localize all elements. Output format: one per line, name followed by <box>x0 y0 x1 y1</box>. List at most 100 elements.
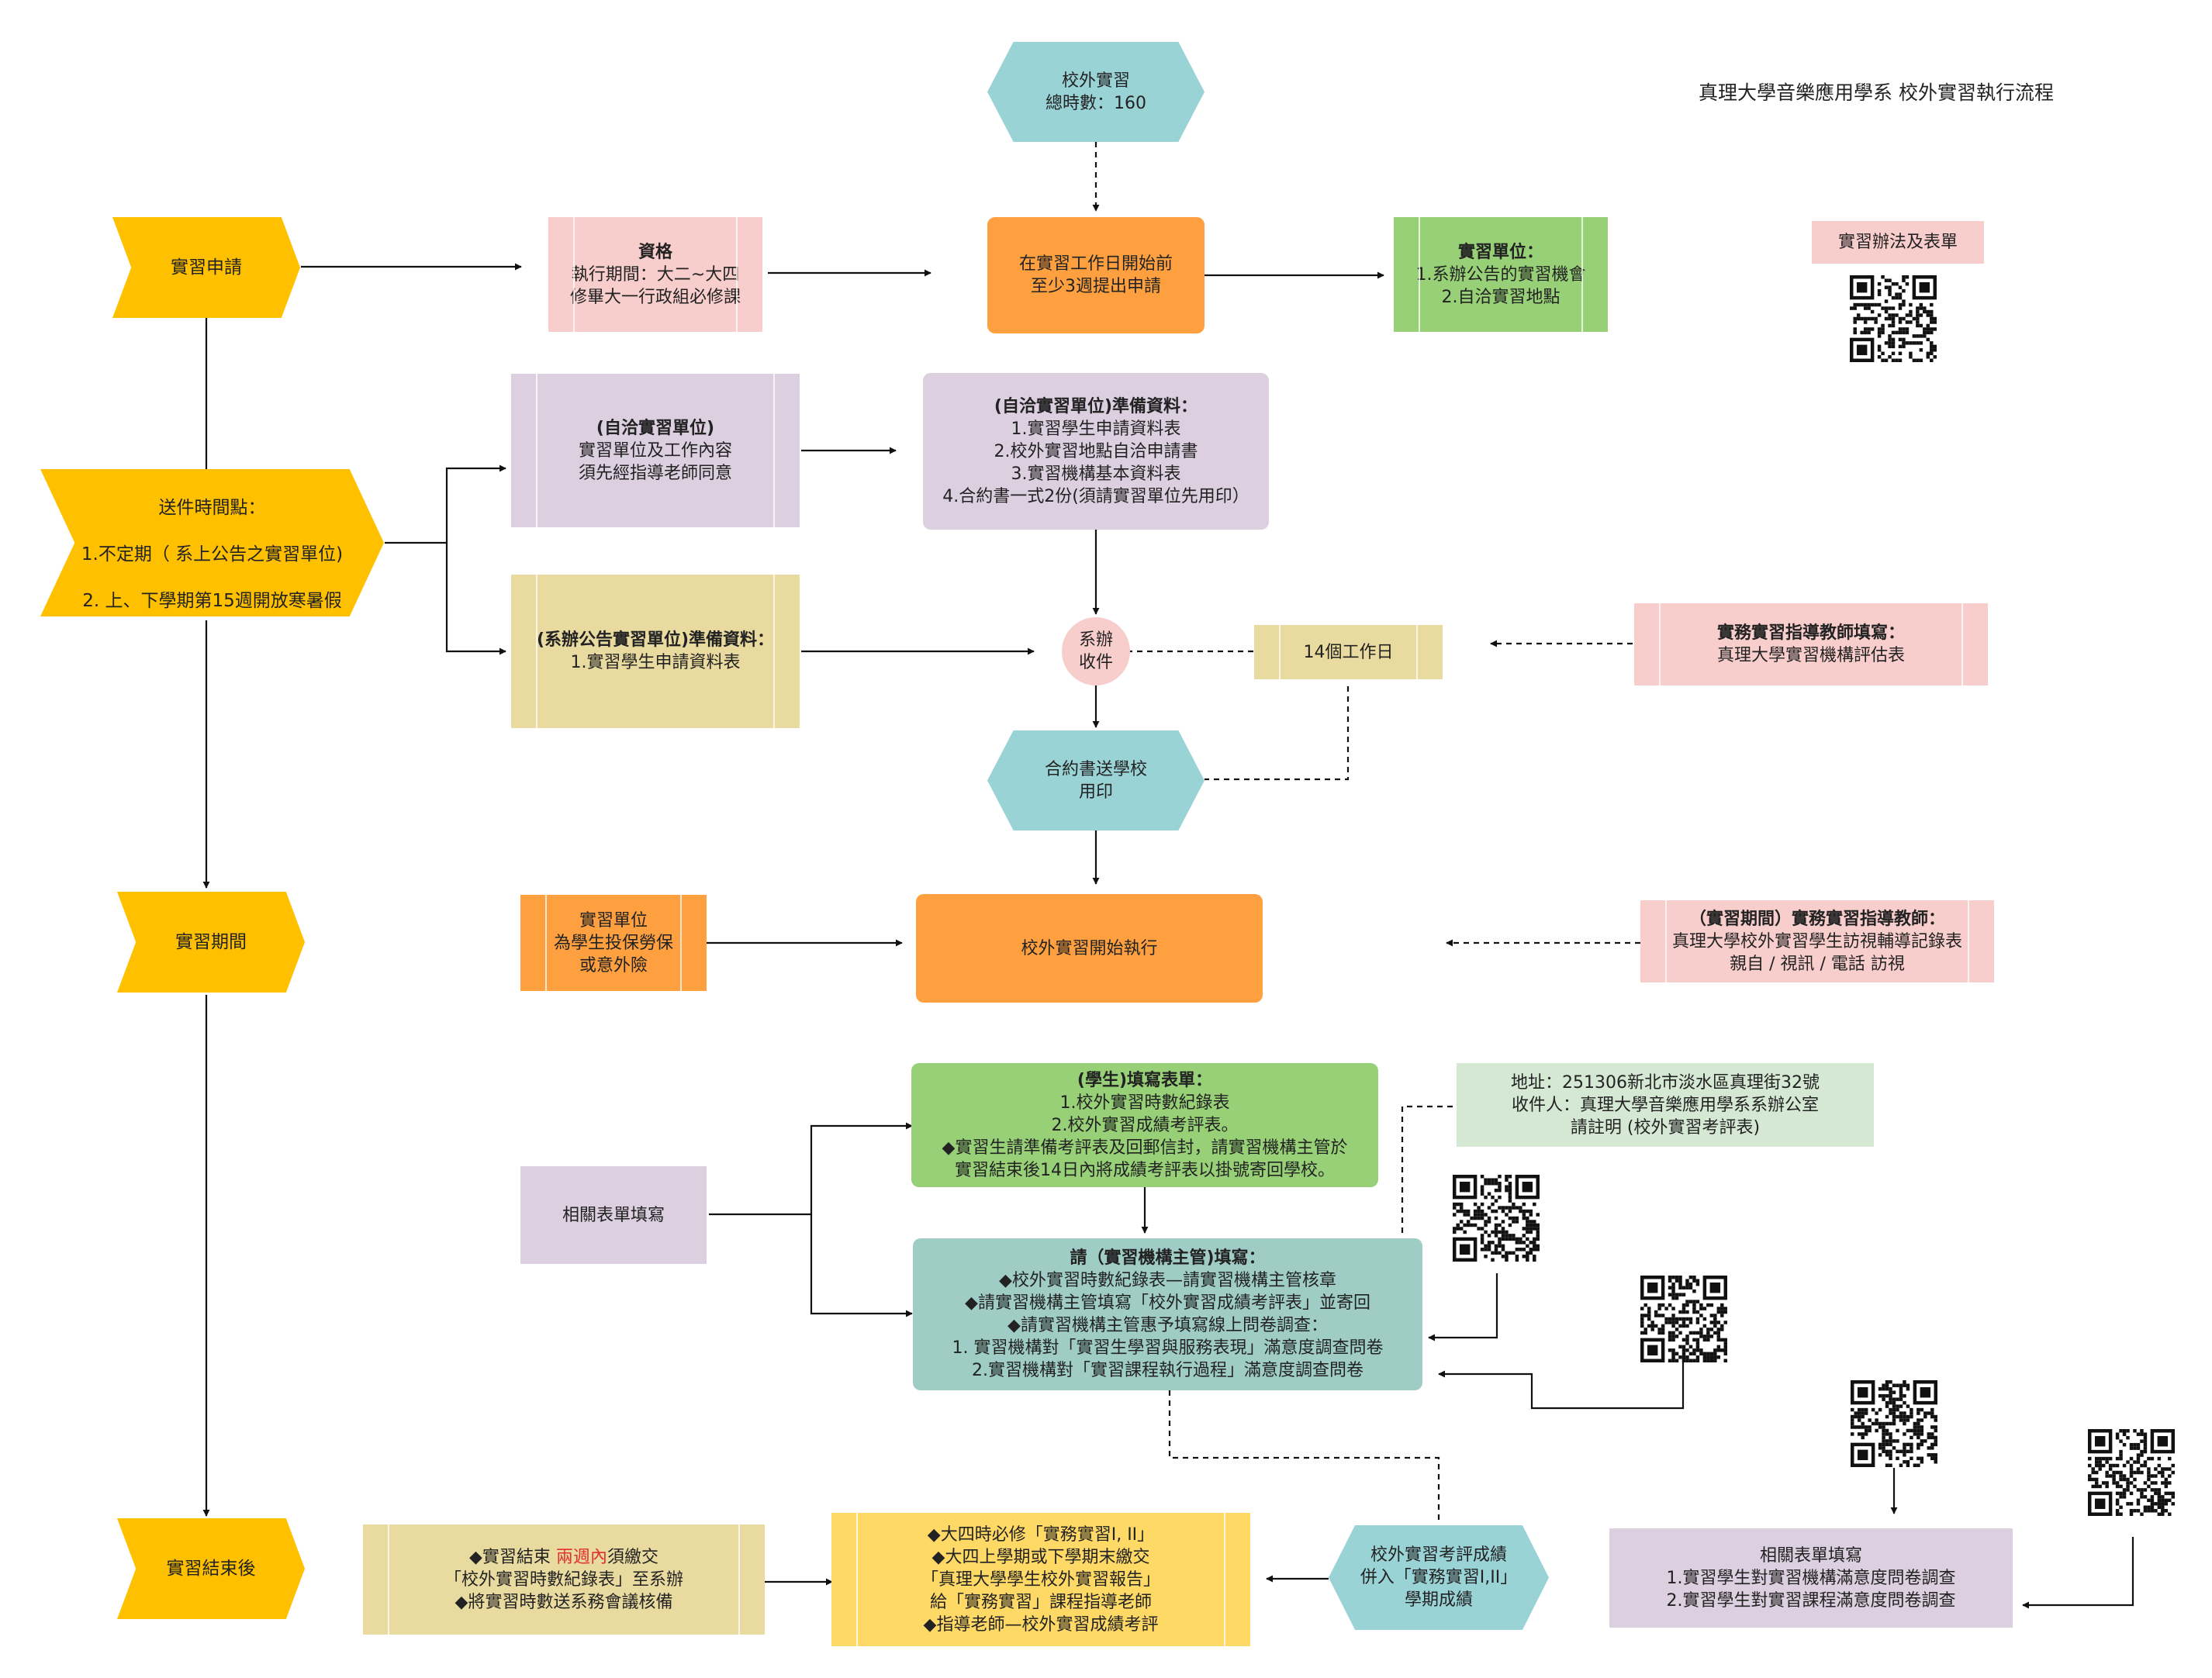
supervisor-forms-title: 請（實習機構主管)填寫： <box>1070 1248 1266 1268</box>
visit-line1: 真理大學校外實習學生訪視輔導記錄表 <box>1671 931 1962 951</box>
dept-prep-line1: 1.實習學生申請資料表 <box>570 653 741 672</box>
course-item-5: ◆指導老師—校外實習成績考評 <box>923 1614 1159 1635</box>
qr-code-icon <box>1850 275 1937 362</box>
self-unit-title: (自洽實習單位) <box>596 418 715 438</box>
phase-after: 實習結束後 <box>117 1518 305 1619</box>
related-forms-label: 相關表單填寫 <box>562 1205 665 1225</box>
units-line1: 1.系辦公告的實習機會 <box>1415 264 1586 285</box>
phase-send-title: 送件 <box>194 451 230 471</box>
self-unit-line2: 須先經指導老師同意 <box>578 463 732 483</box>
deadline-line2: 至少3週提出申請 <box>1030 277 1161 296</box>
visit-line2: 親自 / 視訊 / 電話 訪視 <box>1730 954 1905 974</box>
phase-apply: 實習申請 <box>112 217 300 318</box>
self-prep-title: (自洽實習單位)準備資料： <box>994 396 1198 416</box>
qr-code-icon <box>1640 1276 1727 1362</box>
teacher-eval-title: 實務實習指導教師填寫： <box>1716 623 1905 643</box>
student-forms-item-2: 2.校外實習成績考評表。 <box>1051 1115 1239 1135</box>
phase-send-item-1: 1.不定期（ 系上公告之實習單位) <box>81 544 344 565</box>
total-hours-hexagon: 校外實習總時數：160 <box>987 42 1205 142</box>
contract-hexagon: 合約書送學校用印 <box>987 730 1205 830</box>
supervisor-forms-item-5: 2.實習機構對「實習課程執行過程」滿意度調查問卷 <box>972 1361 1363 1380</box>
supervisor-forms-item-3: ◆請實習機構主管惠予填寫線上問卷調查： <box>1007 1316 1328 1335</box>
workdays-label: 14個工作日 <box>1303 642 1394 662</box>
student-forms-item-1: 1.校外實習時數紀錄表 <box>1059 1093 1230 1113</box>
grade-hexagon: 校外實習考評成績併入「實務實習I,II」學期成績 <box>1329 1525 1549 1630</box>
grade-line2: 併入「實務實習I,II」 <box>1360 1568 1518 1587</box>
phase-apply-label: 實習申請 <box>171 257 242 278</box>
address-line1: 地址：251306新北市淡水區真理街32號 <box>1511 1072 1820 1093</box>
phase-after-label: 實習結束後 <box>166 1559 256 1579</box>
eligibility-box: 資格執行期間：大二~大四修畢大一行政組必修課 <box>548 217 762 332</box>
total-hours-line1: 校外實習 <box>1061 71 1130 91</box>
visit-title: （實習期間）實務實習指導教師： <box>1688 909 1945 929</box>
page-title: 真理大學音樂應用學系 校外實習執行流程 <box>1699 81 2054 104</box>
submit-post: 須繳交 <box>607 1547 658 1567</box>
qr-code-icon <box>1851 1380 1937 1467</box>
submit-line3: ◆將實習時數送系務會議核備 <box>454 1592 673 1612</box>
submit-pre: ◆實習結束 <box>469 1547 556 1567</box>
phase-send: 送件 送件時間點： 1.不定期（ 系上公告之實習單位) 2. 上、下學期第15週… <box>40 469 384 616</box>
receive-line2: 收件 <box>1078 653 1113 672</box>
start-box: 校外實習開始執行 <box>916 894 1263 1003</box>
survey-title: 相關表單填寫 <box>1759 1545 1862 1566</box>
teacher-eval-box: 實務實習指導教師填寫：真理大學實習機構評估表 <box>1634 603 1988 685</box>
related-forms-box: 相關表單填寫 <box>520 1166 707 1264</box>
insurance-line3: 或意外險 <box>579 955 648 975</box>
receive-line1: 系辦 <box>1078 630 1113 650</box>
address-line3: 請註明 (校外實習考評表) <box>1570 1117 1761 1138</box>
eligibility-title: 資格 <box>638 242 672 262</box>
survey-line2: 2.實習學生對實習課程滿意度問卷調查 <box>1666 1590 1956 1611</box>
phase-during: 實習期間 <box>117 892 305 993</box>
phase-during-label: 實習期間 <box>175 932 247 952</box>
self-unit-line1: 實習單位及工作內容 <box>578 440 732 461</box>
phase-send-item-2: 2. 上、下學期第15週開放寒暑假 <box>82 591 342 611</box>
forms-label-box: 實習辦法及表單 <box>1812 221 1984 264</box>
supervisor-forms-item-2: ◆請實習機構主管填寫「校外實習成績考評表」並寄回 <box>965 1293 1370 1313</box>
course-item-2: ◆大四上學期或下學期末繳交 <box>931 1547 1150 1567</box>
student-forms-title: (學生)填寫表單： <box>1077 1070 1213 1090</box>
submit-highlight: 兩週內 <box>555 1547 607 1567</box>
address-line2: 收件人：真理大學音樂應用學系系辦公室 <box>1511 1095 1819 1115</box>
qr-code-icon <box>2088 1429 2175 1516</box>
self-prep-item-1: 1.實習學生申請資料表 <box>1011 419 1181 439</box>
eligibility-line2: 修畢大一行政組必修課 <box>569 287 741 307</box>
units-line2: 2.自洽實習地點 <box>1441 287 1560 307</box>
deadline-box: 在實習工作日開始前至少3週提出申請 <box>987 217 1205 333</box>
eligibility-line1: 執行期間：大二~大四 <box>571 264 740 285</box>
workdays-box: 14個工作日 <box>1254 625 1443 679</box>
self-prep-item-4: 4.合約書一式2份(須請實習單位先用印） <box>942 486 1249 506</box>
course-item-4: 給「實務實習」課程指導老師 <box>929 1592 1152 1612</box>
course-item-3: 「真理大學學生校外實習報告」 <box>921 1569 1160 1590</box>
dept-prep-title: (系辦公告實習單位)準備資料： <box>536 630 775 650</box>
address-box: 地址：251306新北市淡水區真理街32號收件人：真理大學音樂應用學系系辦公室請… <box>1457 1063 1874 1147</box>
forms-label: 實習辦法及表單 <box>1837 233 1958 252</box>
phase-send-subtitle: 送件時間點： <box>158 498 266 518</box>
insurance-box: 實習單位為學生投保勞保或意外險 <box>520 895 707 991</box>
supervisor-forms-box: 請（實習機構主管)填寫： ◆校外實習時數紀錄表—請實習機構主管核章 ◆請實習機構主管… <box>913 1238 1422 1390</box>
contract-line1: 合約書送學校 <box>1044 759 1147 779</box>
insurance-line1: 實習單位 <box>579 910 648 930</box>
receive-circle: 系辦收件 <box>1062 617 1130 685</box>
visit-box: （實習期間）實務實習指導教師：真理大學校外實習學生訪視輔導記錄表親自 / 視訊 … <box>1640 900 1994 982</box>
supervisor-forms-item-4: 1. 實習機構對「實習生學習與服務表現」滿意度調查問卷 <box>952 1338 1384 1358</box>
course-item-1: ◆大四時必修「實務實習I, II」 <box>927 1524 1155 1545</box>
contract-line2: 用印 <box>1078 782 1113 802</box>
grade-line3: 學期成績 <box>1404 1590 1473 1610</box>
total-hours-line2: 總時數：160 <box>1046 93 1146 113</box>
deadline-line1: 在實習工作日開始前 <box>1018 254 1173 274</box>
units-title: 實習單位： <box>1457 242 1543 262</box>
supervisor-forms-item-1: ◆校外實習時數紀錄表—請實習機構主管核章 <box>999 1271 1336 1290</box>
self-prep-item-2: 2.校外實習地點自洽申請書 <box>994 441 1198 461</box>
student-forms-item-4: 實習結束後14日內將成績考評表以掛號寄回學校。 <box>954 1160 1335 1180</box>
submit-box: ◆實習結束 兩週內須繳交「校外實習時數紀錄表」至系辦◆將實習時數送系務會議核備 <box>363 1524 765 1635</box>
course-box: ◆大四時必修「實務實習I, II」◆大四上學期或下學期末繳交「真理大學學生校外實… <box>831 1513 1250 1646</box>
self-prep-item-3: 3.實習機構基本資料表 <box>1011 464 1181 484</box>
submit-line2: 「校外實習時數紀錄表」至系辦 <box>444 1569 683 1590</box>
student-forms-item-3: ◆實習生請準備考評表及回郵信封，請實習機構主管於 <box>942 1138 1348 1158</box>
grade-line1: 校外實習考評成績 <box>1370 1545 1507 1565</box>
